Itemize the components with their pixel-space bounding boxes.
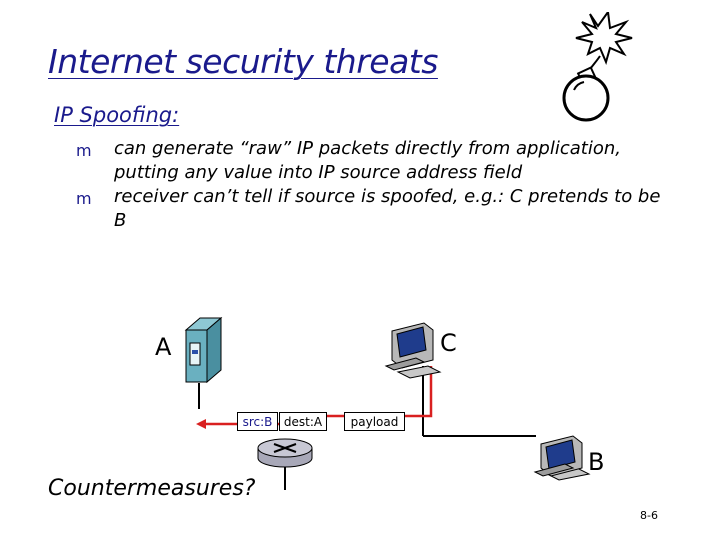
countermeasures-question: Countermeasures? [48,476,256,501]
bullet-item: m receiver can’t tell if source is spoof… [76,185,676,233]
slide-number: 8-6 [640,509,658,522]
packet-payload-field: payload [344,412,405,431]
bullet-list: m can generate “raw” IP packets directly… [76,137,676,233]
bullet-item: m can generate “raw” IP packets directly… [76,137,676,185]
server-icon [184,316,223,384]
desktop-computer-icon [533,435,591,481]
arrow-head-icon [196,419,206,429]
bullet-marker: m [76,141,92,160]
packet-dest-field: dest:A [279,412,327,431]
slide-title: Internet security threats [48,42,438,81]
bomb-icon [562,12,633,122]
node-label-a: A [155,333,172,361]
spoofed-packet-path [285,366,433,418]
bullet-marker: m [76,189,92,208]
bullet-text: can generate “raw” IP packets directly f… [114,138,621,183]
bullet-text: receiver can’t tell if source is spoofed… [114,186,661,231]
subtitle: IP Spoofing: [54,103,180,127]
node-label-b: B [588,448,605,476]
packet-src-field: src:B [237,412,278,431]
node-label-c: C [440,329,457,357]
desktop-computer-icon [384,322,442,379]
router-icon [257,438,313,468]
